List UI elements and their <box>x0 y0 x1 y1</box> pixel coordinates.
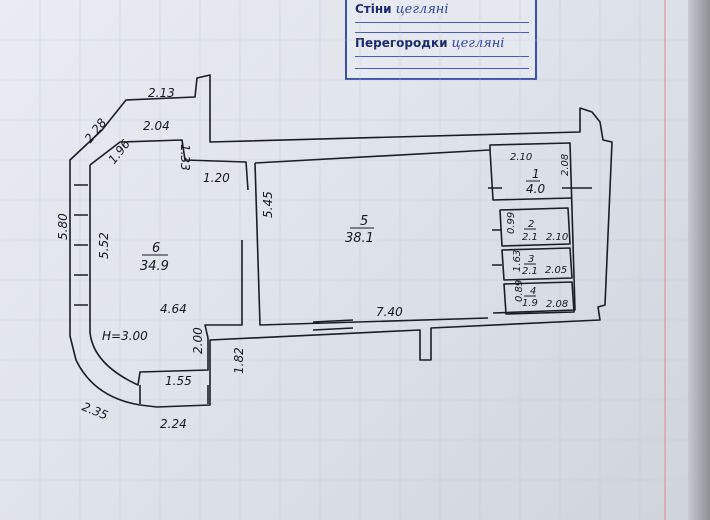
dim-label: 4.64 <box>160 302 187 316</box>
dim-label: 1.82 <box>232 347 246 374</box>
stamp-line <box>355 22 529 23</box>
room-number: 1 <box>532 167 540 181</box>
dim-label: 1.33 <box>178 144 192 171</box>
paper-edge <box>688 0 710 520</box>
room-number: 2 <box>528 219 534 230</box>
dim-label: 1.63 <box>512 250 523 272</box>
room-area: 38.1 <box>345 231 374 246</box>
room-6: 6 34.9 <box>140 241 169 274</box>
dim-label: 1.20 <box>203 171 230 185</box>
room-area: 34.9 <box>140 259 169 274</box>
dim-label: 0.89 <box>514 280 525 302</box>
dim-label: 7.40 <box>376 305 403 319</box>
dim-label: 2.04 <box>143 119 170 133</box>
dim-label: 2.05 <box>545 265 567 276</box>
walls-label: Стіни <box>355 2 392 16</box>
room-area: 2.1 <box>522 266 538 277</box>
dim-label: 2.24 <box>160 417 187 431</box>
partitions-label: Перегородки <box>355 36 448 50</box>
room-number: 3 <box>528 254 534 265</box>
stamp-line <box>355 68 529 69</box>
room-area: 1.9 <box>522 298 538 309</box>
dim-label: 5.80 <box>56 213 70 240</box>
room-number: 6 <box>152 241 160 256</box>
stamp-line <box>355 32 529 33</box>
grid <box>0 0 690 520</box>
room-area: 4.0 <box>526 182 545 196</box>
dim-label: 2.10 <box>510 152 532 163</box>
room-4: 4 1.9 <box>522 286 538 309</box>
dim-label: 5.45 <box>261 191 275 218</box>
room-3: 3 2.1 <box>522 254 538 277</box>
room-1: 1 4.0 <box>526 167 545 196</box>
dim-label: 1.55 <box>165 374 192 388</box>
dim-label: 0.99 <box>506 212 517 234</box>
walls <box>69 74 613 408</box>
dim-label: 2.00 <box>191 327 205 354</box>
ceiling-height: H=3.00 <box>102 329 148 343</box>
dim-label: 2.08 <box>546 299 568 310</box>
dim-label: 2.35 <box>80 400 110 423</box>
walls-value: цегляні <box>395 2 449 17</box>
room-5: 5 38.1 <box>345 214 374 246</box>
room-number: 5 <box>360 214 368 229</box>
room-2: 2 2.1 <box>522 219 538 243</box>
stamp-line <box>355 56 529 57</box>
dim-label: 2.10 <box>546 232 568 243</box>
dim-label: 5.52 <box>97 232 111 259</box>
dim-label: 2.08 <box>560 154 571 176</box>
dim-label: 2.13 <box>148 86 175 100</box>
room-area: 2.1 <box>522 232 538 243</box>
room-number: 4 <box>530 286 536 297</box>
